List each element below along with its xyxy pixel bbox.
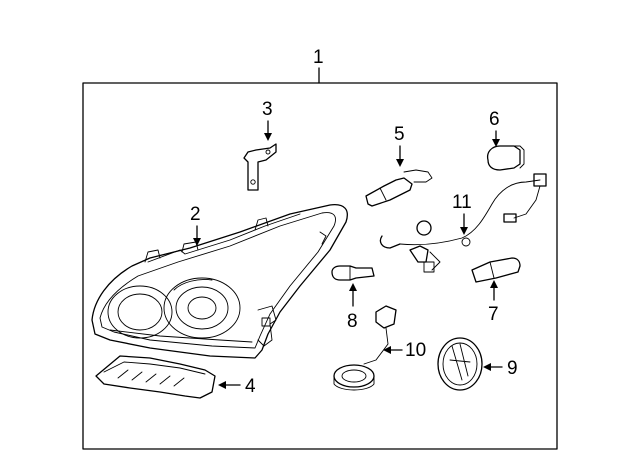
arrow-9 — [483, 363, 491, 371]
callout-8: 8 — [347, 311, 358, 332]
bulb-5 — [365, 169, 433, 207]
headlamp-assembly — [91, 204, 348, 359]
callout-2: 2 — [190, 204, 201, 225]
ballast-socket — [333, 305, 397, 391]
callout-4: 4 — [245, 376, 256, 397]
arrow-4 — [218, 381, 226, 389]
arrow-6 — [492, 139, 500, 147]
callout-7: 7 — [488, 304, 499, 325]
arrow-3 — [264, 133, 272, 141]
callout-3: 3 — [262, 99, 273, 120]
callout-9: 9 — [507, 358, 518, 379]
arrow-7 — [490, 280, 498, 288]
arrow-8 — [349, 283, 357, 291]
callout-11: 11 — [452, 192, 472, 213]
callout-10: 10 — [405, 340, 426, 361]
bracket — [243, 143, 277, 191]
arrow-5 — [396, 159, 404, 167]
dust-cap — [437, 337, 483, 391]
socket-7 — [471, 257, 521, 283]
bulb-8 — [331, 265, 375, 281]
arrow-11 — [460, 227, 468, 235]
bulb-6 — [486, 145, 525, 171]
wiring-harness — [379, 173, 547, 273]
lower-trim — [95, 355, 216, 399]
callout-1: 1 — [313, 47, 324, 68]
arrow-10 — [383, 346, 391, 354]
assembly-frame — [82, 82, 558, 450]
callout-5: 5 — [394, 124, 405, 145]
arrow-2 — [193, 238, 201, 246]
callout-6: 6 — [489, 109, 500, 130]
